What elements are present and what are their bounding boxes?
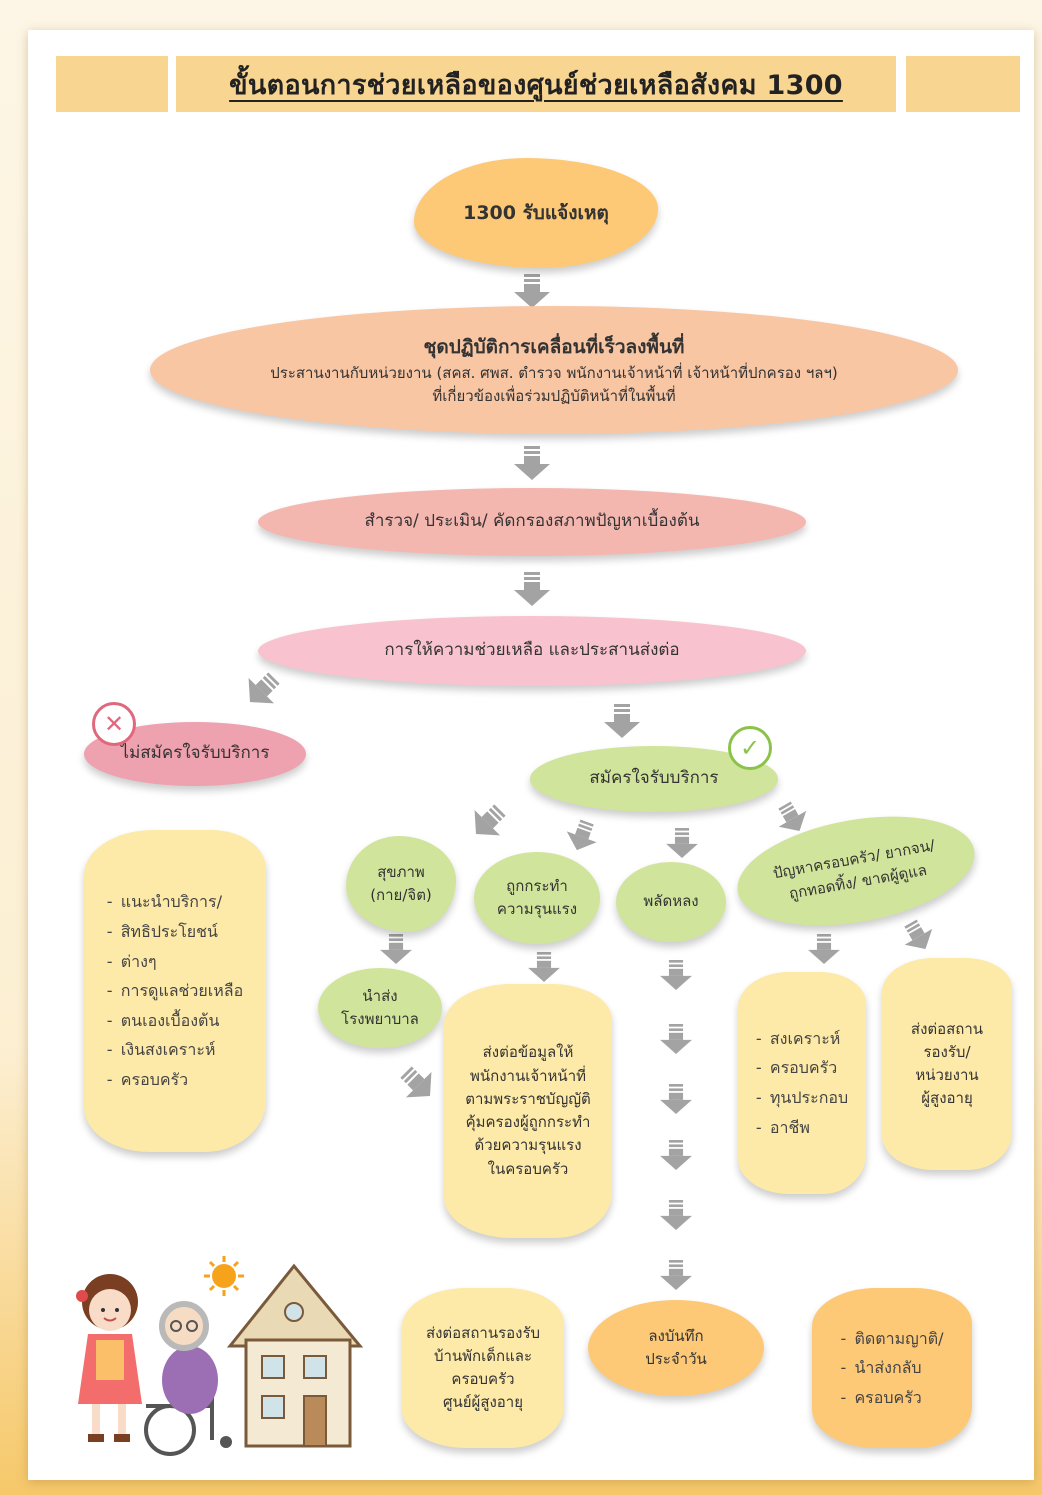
category-lost-label: พลัดหลง [643,892,699,911]
decline-info-line: แนะนำบริการ/ [107,887,243,917]
outcome-elderly-line: หน่วยงาน [915,1066,979,1084]
page-title: ขั้นตอนการช่วยเหลือของศูนย์ช่วยเหลือสังค… [229,69,843,101]
accept-service-label: สมัครใจรับบริการ [589,768,719,789]
step-assist-label: การให้ความช่วยเหลือ และประสานส่งต่อ [384,640,680,661]
outcome-violence-line: คุ้มครองผู้ถูกกระทำ [465,1113,591,1131]
banner-left-block [56,56,168,112]
family-aid-line: ครอบครัว [756,1053,848,1083]
step-mobile-unit-line1: ประสานงานกับหน่วยงาน (สคส. ศพส. ตำรวจ พน… [270,363,838,382]
step-mobile-unit-line2: ที่เกี่ยวข้องเพื่อร่วมปฏิบัติหน้าที่ในพื… [432,387,676,405]
wheelchair-icon [144,1301,232,1456]
outcome-daily-log-line: ประจำวัน [645,1350,707,1368]
outcome-violence-line: ในครอบครัว [487,1159,569,1178]
step-report-label: 1300 รับแจ้งเหตุ [463,202,609,224]
decline-info-list: แนะนำบริการ/ สิทธิประโยชน์ ต่างๆ การดูแล… [107,887,243,1094]
title-banner: ขั้นตอนการช่วยเหลือของศูนย์ช่วยเหลือสังค… [176,56,896,112]
outcome-daily-log-line: ลงบันทึก [648,1326,704,1345]
decline-info-line: ตนเองเบื้องต้น [107,1006,243,1036]
outcome-shelter-referral: ส่งต่อสถานรองรับ บ้านพักเด็กและ ครอบครัว… [402,1288,564,1448]
category-health: สุขภาพ (กาย/จิต) [346,836,456,932]
outcome-elderly-line: รองรับ/ [923,1042,971,1061]
outcome-violence-line: พนักงานเจ้าหน้าที่ [469,1066,586,1085]
family-aid-line: อาชีพ [756,1113,848,1143]
category-violence-line2: ความรุนแรง [496,900,578,918]
caregiver-icon [76,1274,142,1442]
check-circle-icon: ✓ [728,726,772,770]
family-aid-line: สงเคราะห์ [756,1024,848,1054]
sun-icon [204,1256,244,1296]
family-aid-list: สงเคราะห์ ครอบครัว ทุนประกอบ อาชีพ [756,1024,848,1142]
decline-info-line: การดูแลช่วยเหลือ [107,976,243,1006]
outcome-family-aid: สงเคราะห์ ครอบครัว ทุนประกอบ อาชีพ [738,972,866,1194]
category-health-line1: สุขภาพ [377,862,425,881]
category-violence: ถูกกระทำ ความรุนแรง [474,852,600,944]
banner-right-block [906,56,1020,112]
house-icon [226,1263,364,1448]
outcome-violence-referral: ส่งต่อข้อมูลให้ พนักงานเจ้าหน้าที่ ตามพร… [444,984,612,1238]
step-mobile-unit: ชุดปฏิบัติการเคลื่อนที่เร็วลงพื้นที่ ประ… [150,306,958,434]
outcome-shelter-line: ครอบครัว [451,1370,515,1388]
decline-info-line: เงินสงเคราะห์ [107,1035,243,1065]
outcome-violence-line: ส่งต่อข้อมูลให้ [482,1043,574,1062]
outcome-violence-line: ตามพระราชบัญญัติ [465,1089,591,1108]
decline-info-line: ต่างๆ [107,947,243,977]
relatives-line: นำส่งกลับ [840,1353,943,1383]
decline-info-line: สิทธิประโยชน์ [107,917,243,947]
category-lost: พลัดหลง [616,862,726,942]
outcome-daily-log: ลงบันทึก ประจำวัน [588,1300,764,1396]
outcome-hospital: นำส่ง โรงพยาบาล [318,968,442,1048]
outcome-elderly-line: ผู้สูงอายุ [921,1089,973,1108]
decline-info-card: แนะนำบริการ/ สิทธิประโยชน์ ต่างๆ การดูแล… [84,830,266,1152]
outcome-elderly-line: ส่งต่อสถาน [910,1019,984,1038]
step-assist: การให้ความช่วยเหลือ และประสานส่งต่อ [258,616,806,686]
category-health-line2: (กาย/จิต) [370,886,432,904]
step-mobile-unit-title: ชุดปฏิบัติการเคลื่อนที่เร็วลงพื้นที่ [423,335,685,358]
decline-service-label: ไม่สมัครใจรับบริการ [120,743,270,764]
outcome-relatives-return: ติดตามญาติ/ นำส่งกลับ ครอบครัว [812,1288,972,1448]
step-assess-label: สำรวจ/ ประเมิน/ คัดกรองสภาพปัญหาเบื้องต้… [364,511,700,532]
relatives-line: ติดตามญาติ/ [840,1324,943,1354]
outcome-hospital-line2: โรงพยาบาล [341,1010,419,1028]
family-aid-line: ทุนประกอบ [756,1083,848,1113]
relatives-line: ครอบครัว [840,1383,943,1413]
step-report-received: 1300 รับแจ้งเหตุ [414,158,658,268]
outcome-violence-line: ด้วยความรุนแรง [474,1136,582,1155]
outcome-elderly-referral: ส่งต่อสถาน รองรับ/ หน่วยงาน ผู้สูงอายุ [882,958,1012,1170]
category-violence-line1: ถูกกระทำ [506,876,568,895]
relatives-list: ติดตามญาติ/ นำส่งกลับ ครอบครัว [840,1324,943,1413]
outcome-shelter-line: ส่งต่อสถานรองรับ [425,1323,541,1342]
x-circle-icon: ✕ [92,702,136,746]
step-assess: สำรวจ/ ประเมิน/ คัดกรองสภาพปัญหาเบื้องต้… [258,488,806,556]
outcome-shelter-line: ศูนย์ผู้สูงอายุ [442,1393,524,1412]
outcome-hospital-line1: นำส่ง [362,986,398,1005]
decline-info-line: ครอบครัว [107,1065,243,1095]
outcome-shelter-line: บ้านพักเด็กและ [433,1346,533,1365]
